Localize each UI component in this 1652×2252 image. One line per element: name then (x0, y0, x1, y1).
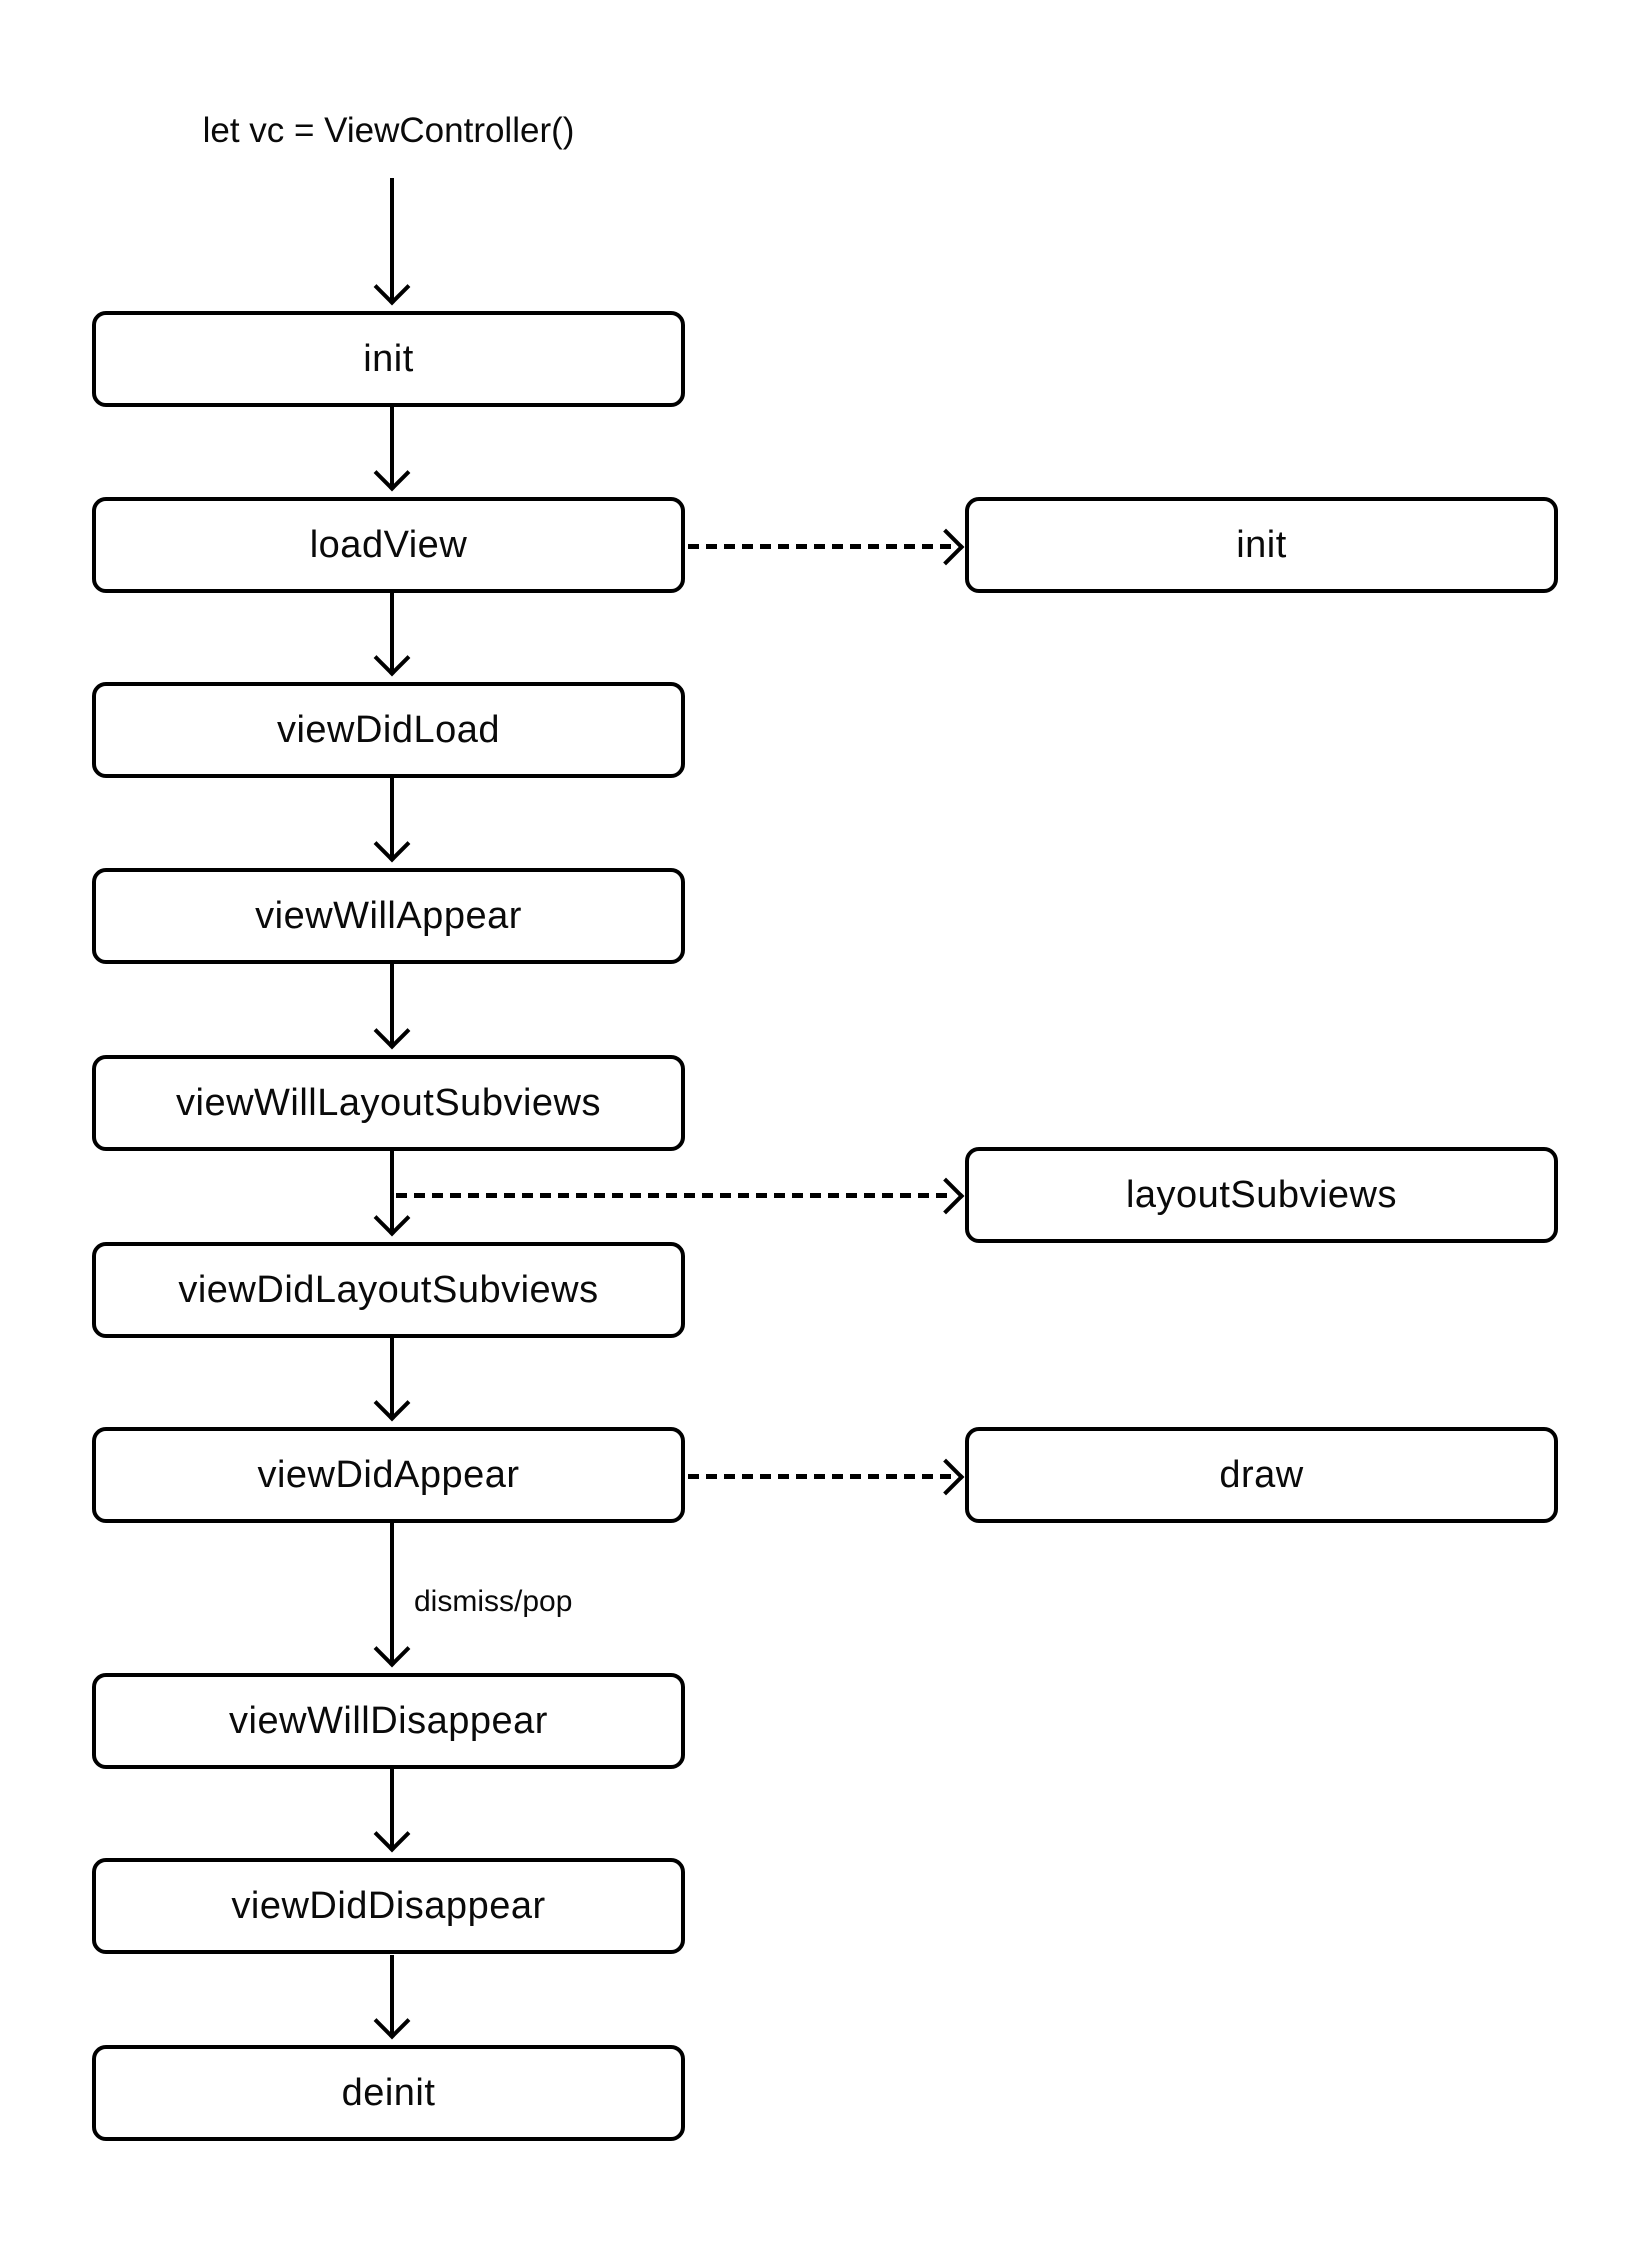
node-viewdidappear: viewDidAppear (92, 1427, 685, 1523)
node-init: init (92, 311, 685, 407)
node-layoutsubviews: layoutSubviews (965, 1147, 1558, 1243)
node-viewwillappear: viewWillAppear (92, 868, 685, 964)
arrow-loadview-to-viewdidload (390, 593, 394, 671)
node-viewwilllayoutsubviews: viewWillLayoutSubviews (92, 1055, 685, 1151)
dashed-arrow-viewdidappear-to-draw (688, 1474, 953, 1479)
dashed-arrow-loadview-to-view-init (688, 544, 953, 549)
arrow-viewwilldisappear-to-viewdiddisappear (390, 1768, 394, 1847)
arrow-code-to-init (390, 178, 394, 300)
arrow-viewdiddisappear-to-deinit (390, 1955, 394, 2034)
node-deinit: deinit (92, 2045, 685, 2141)
dashed-arrow-layout-to-layoutsubviews (396, 1193, 953, 1198)
node-loadview: loadView (92, 497, 685, 593)
node-viewdiddisappear: viewDidDisappear (92, 1858, 685, 1954)
edge-label-dismiss-pop: dismiss/pop (414, 1585, 573, 1618)
arrow-init-to-loadview (390, 407, 394, 486)
arrow-viewdidappear-to-viewwilldisappear (390, 1523, 394, 1662)
node-viewdidlayoutsubviews: viewDidLayoutSubviews (92, 1242, 685, 1338)
node-draw: draw (965, 1427, 1558, 1523)
node-viewwilldisappear: viewWillDisappear (92, 1673, 685, 1769)
arrow-viewdidload-to-viewwillappear (390, 778, 394, 857)
node-view-init: init (965, 497, 1558, 593)
arrow-viewdidlayout-to-viewdidappear (390, 1338, 394, 1416)
node-viewdidload: viewDidLoad (92, 682, 685, 778)
arrow-viewwillappear-to-viewwilllayout (390, 964, 394, 1044)
arrow-viewwilllayout-to-viewdidlayout (390, 1150, 394, 1231)
code-text: let vc = ViewController() (202, 111, 575, 150)
